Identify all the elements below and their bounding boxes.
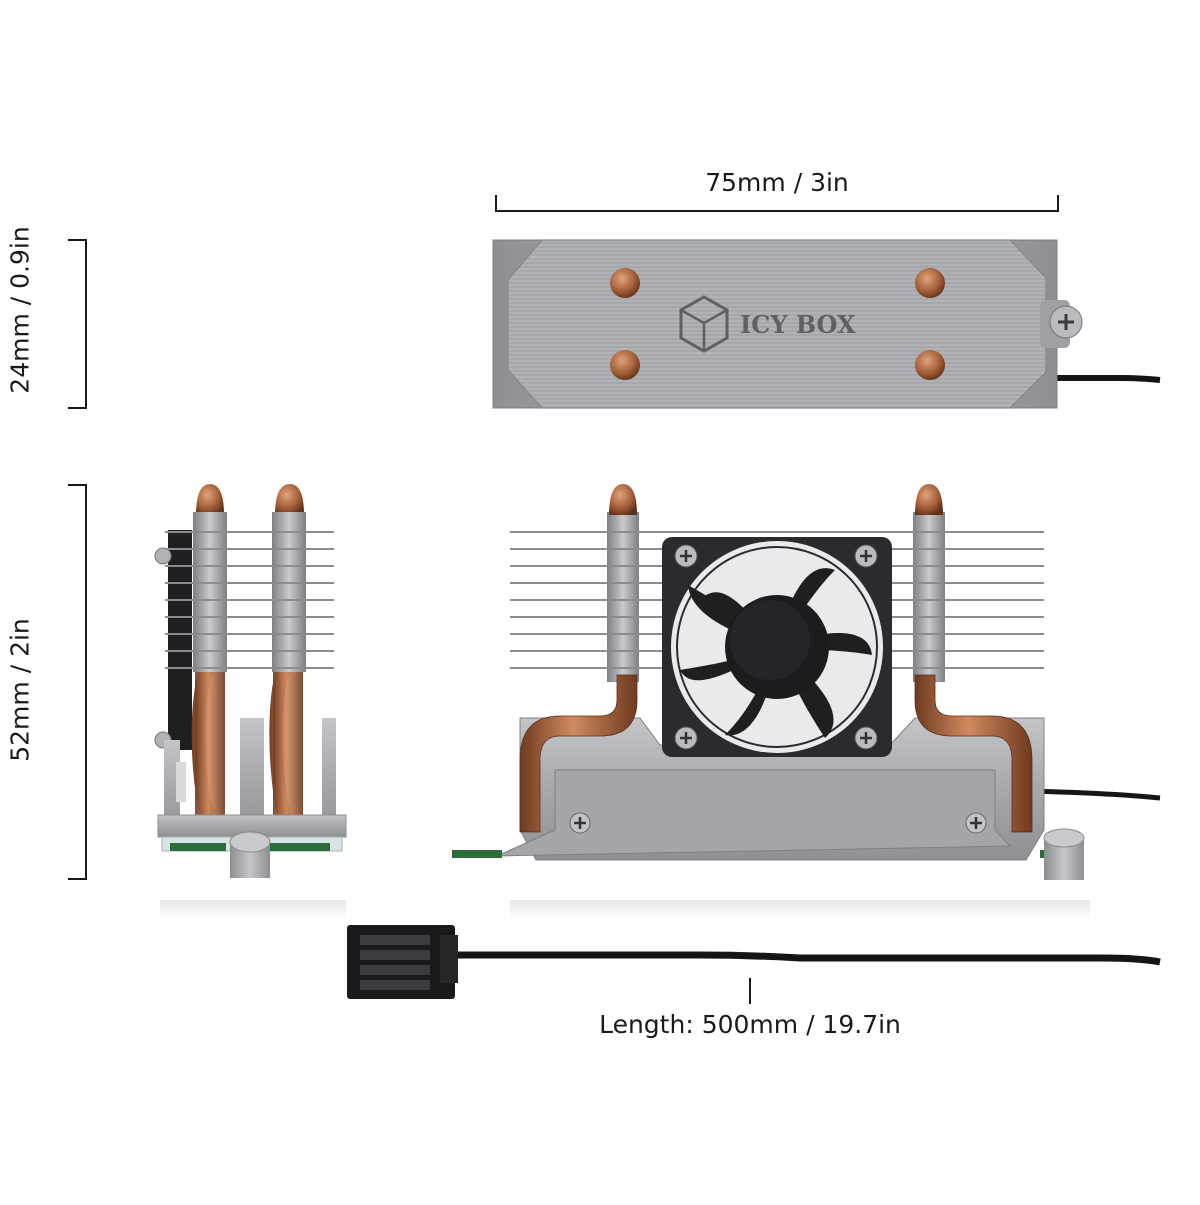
copper-dot-icon (610, 350, 640, 380)
body-screw-icon (569, 812, 987, 834)
front-view-cable (999, 787, 1161, 801)
dimension-height-side-label: 52mm / 2in (5, 618, 35, 762)
copper-dot-icon (915, 268, 945, 298)
dimension-height-top-line (68, 239, 87, 409)
top-view: ICY BOX (492, 239, 1161, 409)
top-view-cover (507, 239, 1047, 409)
dimension-height-side-line (68, 484, 87, 880)
dimension-cable-label: Length: 500mm / 19.7in (599, 1010, 901, 1039)
front-view (452, 484, 1161, 920)
icy-box-logo-icon: ICY BOX (679, 295, 856, 353)
fan-icon (662, 537, 892, 757)
fan-connector-icon (347, 925, 458, 999)
side-view-fins (165, 531, 334, 669)
top-view-screw (1040, 300, 1083, 348)
dimension-width-line (495, 195, 1059, 212)
fan-cable (347, 925, 1161, 999)
copper-dot-icon (915, 350, 945, 380)
fan-screw-icon (674, 544, 878, 750)
brand-logo-text: ICY BOX (740, 310, 856, 339)
dimension-height-top-label: 24mm / 0.9in (5, 226, 35, 394)
top-view-cable (1040, 375, 1161, 383)
side-view (154, 484, 347, 920)
dimension-width-label: 75mm / 3in (705, 168, 849, 197)
copper-dot-icon (610, 268, 640, 298)
